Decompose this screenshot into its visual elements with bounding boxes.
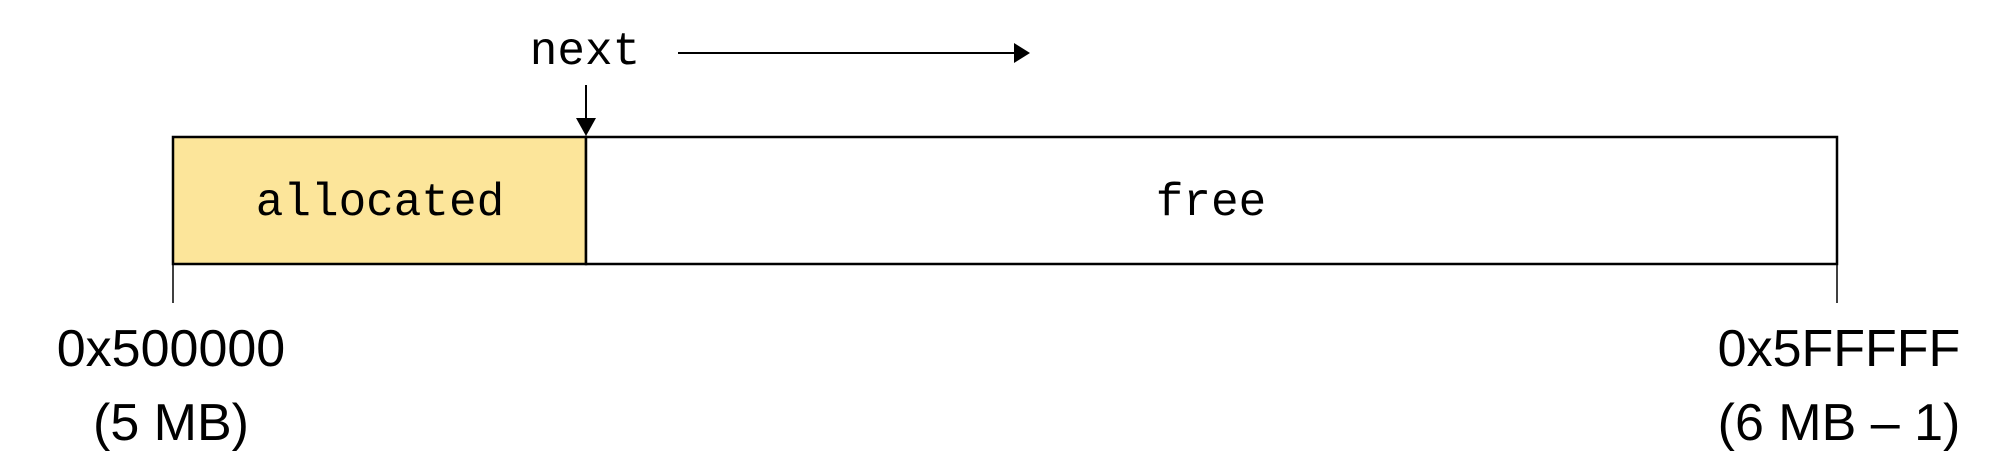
start-address-hex: 0x500000 bbox=[57, 320, 285, 378]
allocated-region bbox=[171, 135, 588, 266]
start-address-size: (5 MB) bbox=[93, 394, 249, 452]
end-address-size: (6 MB – 1) bbox=[1718, 394, 1961, 452]
end-address-hex: 0x5FFFFF bbox=[1718, 320, 1961, 378]
growth-arrow-head bbox=[1014, 43, 1030, 63]
next-pointer-label: next bbox=[530, 26, 640, 78]
free-label: free bbox=[1156, 177, 1266, 229]
allocated-label: allocated bbox=[256, 177, 504, 229]
next-pointer-arrow-head bbox=[576, 118, 596, 136]
free-region bbox=[584, 135, 1839, 266]
